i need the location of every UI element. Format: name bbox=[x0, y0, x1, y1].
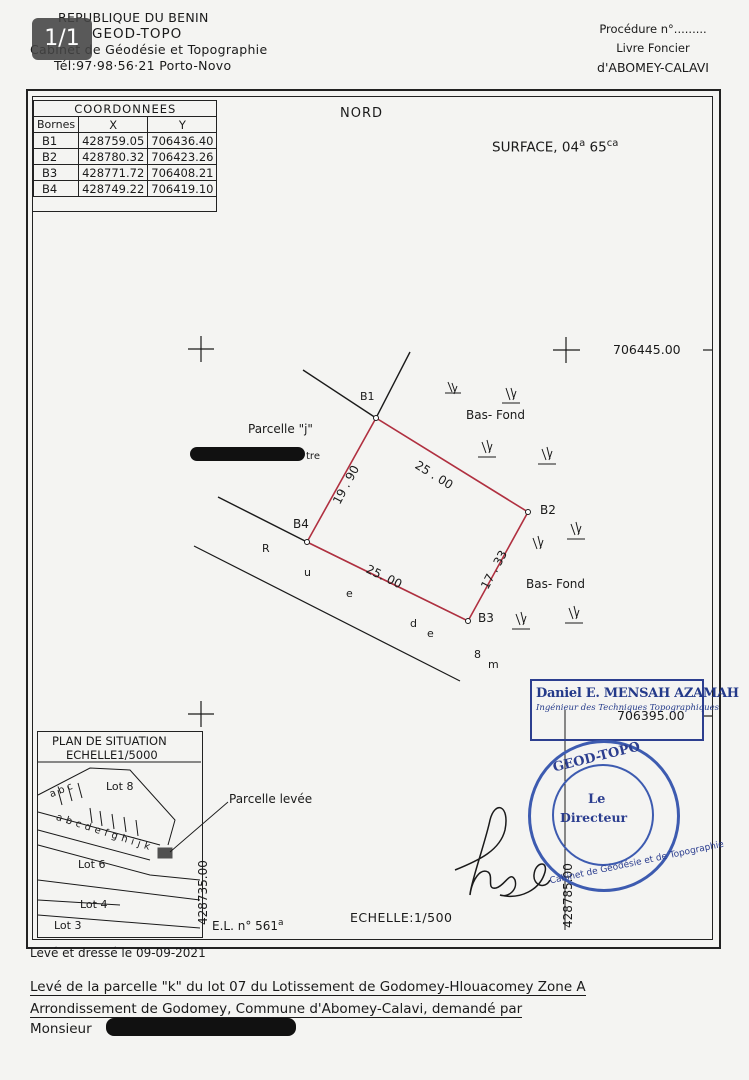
cell-x: 428771.72 bbox=[78, 164, 149, 181]
beacon-markers bbox=[304, 415, 531, 624]
lot4-label: Lot 4 bbox=[80, 898, 108, 911]
procedure-number: Procédure n°......... bbox=[599, 22, 707, 36]
signature bbox=[454, 807, 551, 897]
grid-cross bbox=[188, 336, 712, 727]
surface-ca: ca bbox=[606, 138, 619, 149]
surface-value: SURFACE, 04 bbox=[492, 139, 580, 156]
footer-line-1: Levé de la parcelle "k" du lot 07 du Lot… bbox=[30, 979, 586, 996]
neighbor-partial-text: tre bbox=[306, 451, 320, 462]
table-row: B4 428749.22 706419.10 bbox=[32, 180, 218, 197]
redaction-client-name bbox=[106, 1018, 296, 1036]
cell-beacon: B2 bbox=[32, 148, 80, 165]
round-stamp-center-1: Le bbox=[588, 792, 606, 807]
footer-line-3: Monsieur bbox=[30, 1021, 92, 1037]
header-company: GEOD-TOPO bbox=[92, 26, 183, 42]
header-phone: Tél:97·98·56·21 Porto-Novo bbox=[54, 58, 232, 73]
coordinates-box bbox=[33, 100, 217, 212]
street-letter: d bbox=[410, 617, 417, 630]
street-letter: R bbox=[262, 542, 270, 555]
header-right: Procédure n°......... Livre Foncier d'AB… bbox=[597, 20, 709, 77]
redaction-neighbor-name bbox=[190, 447, 305, 461]
coordinates-table: COORDONNEES Bornes X Y B1 428759.05 7064… bbox=[32, 100, 218, 197]
survey-date: Levé et dressé le 09-09-2021 bbox=[30, 946, 206, 960]
round-stamp-center-2: Directeur bbox=[560, 810, 628, 825]
road-edges bbox=[193, 541, 469, 682]
cell-x: 428780.32 bbox=[78, 148, 149, 165]
surface-label: SURFACE, 04a 65ca bbox=[492, 138, 618, 156]
parcel-boundary bbox=[305, 416, 530, 623]
col-bornes: Bornes bbox=[32, 116, 80, 133]
situation-title: PLAN DE SITUATION bbox=[52, 734, 167, 748]
el-number-value: E.L. n° 561 bbox=[212, 919, 279, 933]
neighbor-boundary bbox=[217, 351, 411, 543]
situation-map bbox=[37, 761, 229, 929]
engineer-title: Ingénieur des Techniques Topographiques bbox=[536, 703, 719, 713]
page-indicator-badge[interactable]: 1/1 bbox=[32, 18, 92, 60]
street-letter: 8 bbox=[474, 648, 481, 661]
surface-a: a bbox=[579, 138, 586, 149]
header-republic: REPUBLIQUE DU BENIN bbox=[58, 10, 209, 25]
round-stamp-outer bbox=[528, 740, 680, 892]
street-letter: m bbox=[488, 658, 499, 671]
livre-foncier-location: d'ABOMEY-CALAVI bbox=[597, 60, 709, 75]
engineer-stamp: Daniel E. MENSAH AZAMAH Ingénieur des Te… bbox=[530, 679, 739, 741]
street-letter: e bbox=[346, 587, 353, 600]
parcel-pointer-label: Parcelle levée bbox=[229, 792, 313, 806]
north-label: NORD bbox=[340, 106, 383, 121]
footer-line-2: Arrondissement de Godomey, Commune d'Abo… bbox=[30, 1001, 523, 1018]
cell-x: 428749.22 bbox=[78, 180, 149, 197]
grid-value-top-right: 706445.00 bbox=[613, 342, 681, 357]
street-letter: u bbox=[304, 566, 311, 579]
grid-x-left: 428735.00 bbox=[196, 860, 210, 925]
lot3-label: Lot 3 bbox=[54, 919, 82, 932]
cell-beacon: B4 bbox=[32, 180, 80, 197]
engineer-name: Daniel E. MENSAH AZAMAH bbox=[536, 686, 739, 701]
plan-scale: ECHELLE:1/500 bbox=[350, 910, 453, 925]
lot8-label: Lot 8 bbox=[106, 780, 134, 793]
lot6-label: Lot 6 bbox=[78, 858, 106, 871]
footer-monsieur: Monsieur bbox=[30, 1021, 92, 1037]
cell-y: 706419.10 bbox=[147, 180, 218, 197]
grid-value-bottom-right: 706395.00 bbox=[617, 708, 685, 723]
beacon-b4-label: B4 bbox=[293, 517, 309, 531]
surface-rest: 65 bbox=[589, 139, 607, 156]
marsh-label-top: Bas- Fond bbox=[466, 408, 526, 422]
street-letter: e bbox=[427, 627, 434, 640]
marsh-symbols bbox=[445, 381, 585, 630]
beacon-b1-label: B1 bbox=[360, 390, 375, 403]
situation-plan-box bbox=[37, 731, 203, 938]
beacon-b3-label: B3 bbox=[478, 611, 494, 625]
neighbor-parcel-label: Parcelle "j" bbox=[248, 422, 313, 436]
el-number: E.L. n° 561a bbox=[212, 918, 284, 933]
beacon-b2-label: B2 bbox=[540, 503, 556, 517]
map-inner-frame bbox=[32, 96, 713, 940]
el-number-sup: a bbox=[278, 918, 284, 928]
situation-scale: ECHELLE1/5000 bbox=[66, 748, 158, 762]
table-row: B1 428759.05 706436.40 bbox=[32, 132, 218, 149]
map-outer-frame bbox=[26, 89, 721, 949]
round-stamp-inner bbox=[552, 764, 654, 866]
livre-foncier: Livre Foncier bbox=[616, 41, 690, 55]
marsh-label-bottom: Bas- Fond bbox=[526, 577, 586, 591]
cell-x: 428759.05 bbox=[78, 132, 149, 149]
